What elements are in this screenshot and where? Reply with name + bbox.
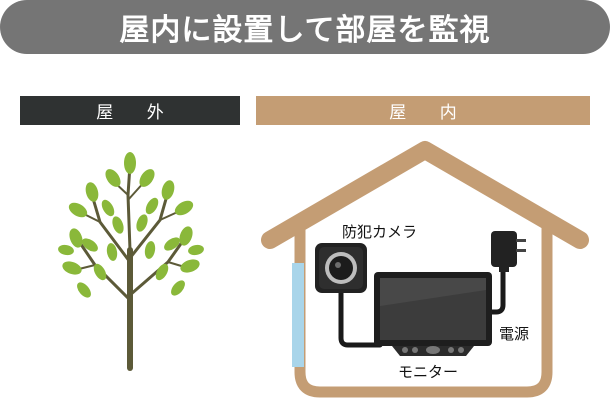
security-camera-icon: [315, 243, 367, 293]
power-label: 電源: [499, 325, 530, 343]
title-banner: 屋内に設置して部屋を監視: [0, 0, 610, 54]
outdoor-section-label: 屋 外: [20, 96, 240, 125]
cable-lines: [338, 267, 506, 348]
power-adapter-icon: [491, 231, 526, 272]
indoor-section-label: 屋 内: [256, 96, 590, 125]
window-icon: [292, 263, 304, 367]
tree-icon: [58, 152, 204, 371]
monitor-label: モニター: [398, 363, 459, 381]
camera-label: 防犯カメラ: [342, 223, 418, 241]
page-title: 屋内に設置して部屋を監視: [119, 13, 491, 48]
house-icon: [261, 141, 589, 398]
monitor-icon: [374, 272, 492, 356]
indoor-label-text: 屋 内: [389, 103, 471, 123]
outdoor-label-text: 屋 外: [96, 103, 178, 123]
